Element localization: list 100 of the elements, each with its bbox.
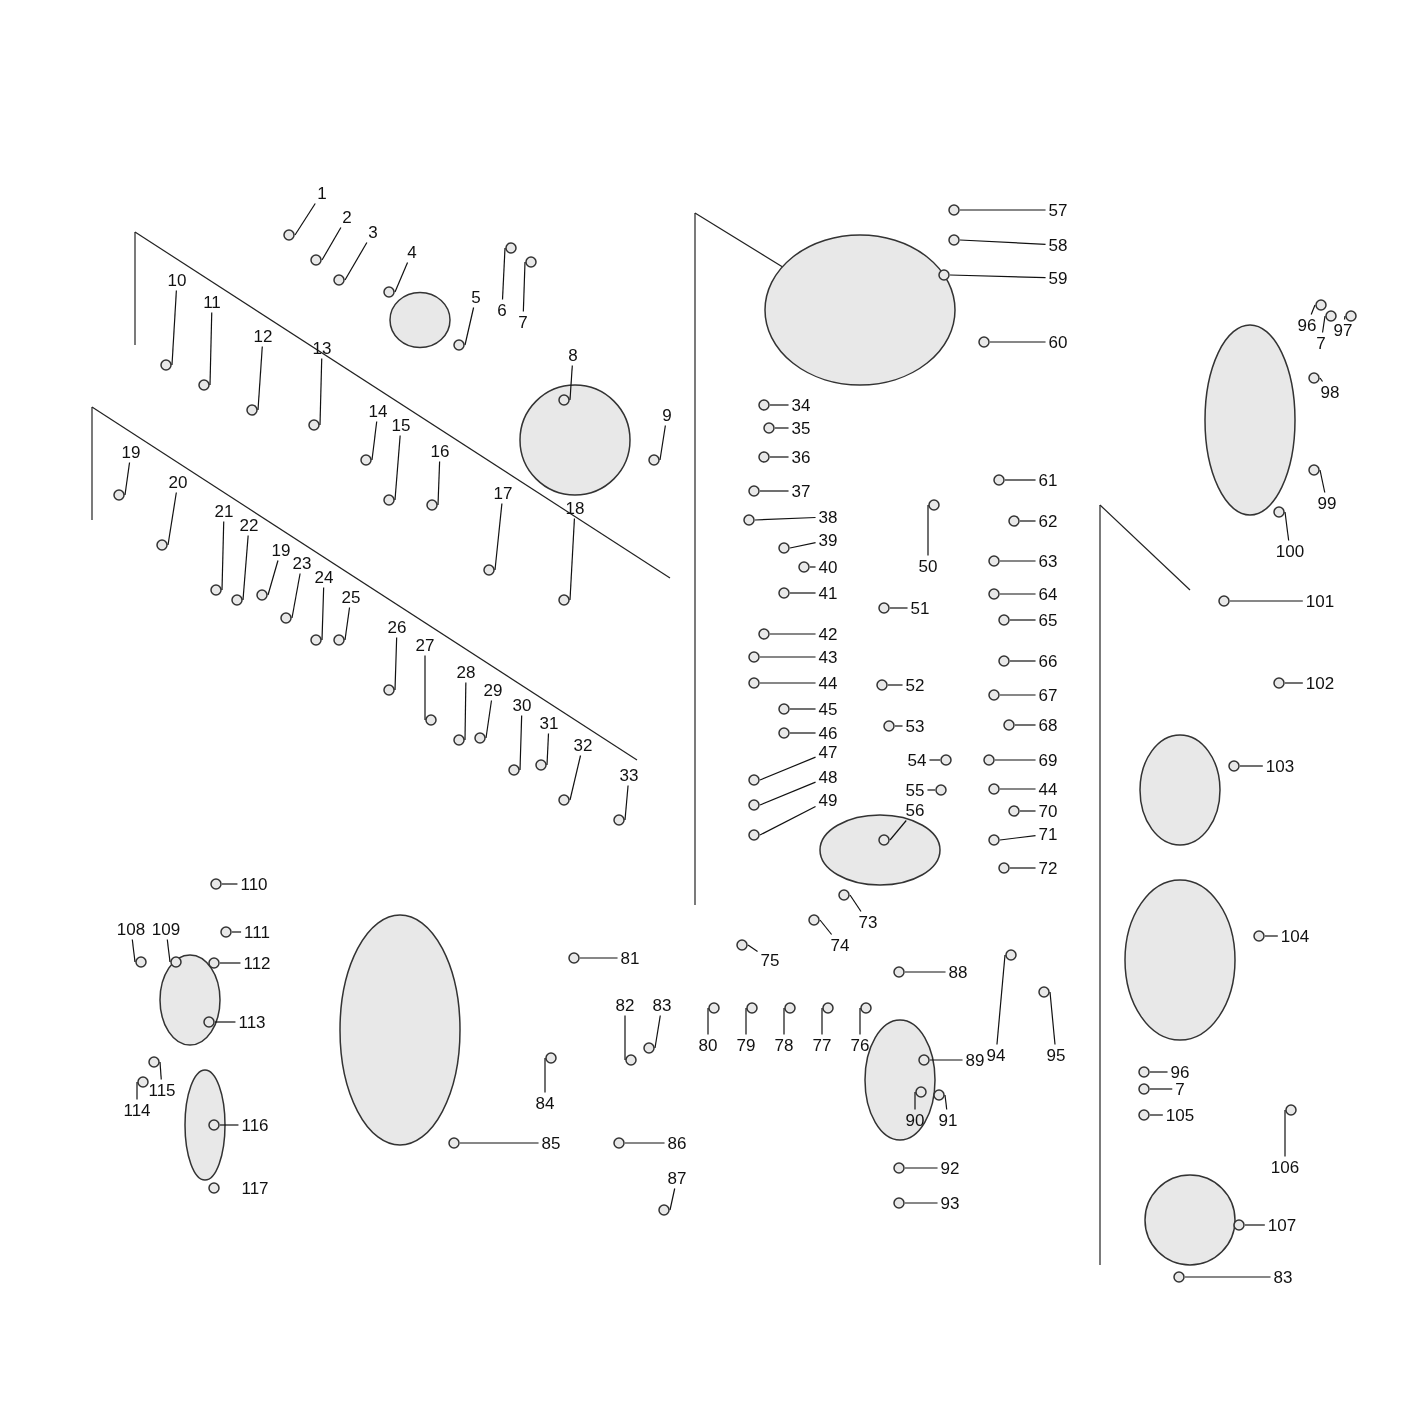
callout-number: 22	[238, 515, 260, 535]
callout-number: 52	[904, 675, 926, 695]
leader-line	[1019, 810, 1037, 812]
callout-number: 24	[313, 567, 335, 587]
leader-line	[944, 1094, 948, 1111]
leader-line	[344, 241, 368, 281]
leader-line	[136, 1081, 138, 1101]
callout-number: 91	[937, 1110, 959, 1130]
leader-line	[1310, 304, 1316, 316]
callout-number: 60	[1047, 332, 1069, 352]
leader-line	[459, 1142, 540, 1144]
leader-line	[1319, 377, 1324, 383]
callout-number: 112	[242, 953, 272, 973]
leader-line	[904, 1167, 939, 1169]
leader-line	[959, 239, 1047, 245]
callout-number: 114	[122, 1100, 152, 1120]
leader-line	[1229, 600, 1304, 602]
callout-number: 34	[790, 395, 812, 415]
callout-number: 101	[1304, 591, 1336, 611]
leader-line	[464, 681, 467, 741]
callout-number: 25	[340, 587, 362, 607]
leader-line	[1239, 765, 1264, 767]
callout-number: 96	[1169, 1062, 1191, 1082]
leader-line	[1049, 991, 1056, 1046]
leader-line	[809, 566, 817, 568]
callout-number: 57	[1047, 200, 1069, 220]
callout-number: 75	[759, 950, 781, 970]
callout-number: 78	[773, 1035, 795, 1055]
leader-line	[769, 633, 817, 635]
leader-line	[927, 504, 929, 557]
leader-line	[759, 756, 817, 781]
callout-number: 35	[790, 418, 812, 438]
leader-line	[294, 202, 316, 236]
leader-line	[996, 954, 1006, 1046]
callout-number: 59	[1047, 268, 1069, 288]
callout-number: 116	[240, 1115, 270, 1135]
callout-number: 98	[1319, 382, 1341, 402]
leader-line	[1149, 1071, 1169, 1073]
callout-number: 43	[817, 647, 839, 667]
callout-number: 83	[651, 995, 673, 1015]
leader-line	[159, 1061, 162, 1081]
leader-line	[344, 606, 351, 641]
callout-number: 16	[429, 441, 451, 461]
leader-line	[546, 732, 550, 766]
callout-number: 53	[904, 716, 926, 736]
callout-number: 7	[1315, 333, 1327, 353]
leader-line	[394, 636, 398, 691]
callout-number: 110	[239, 874, 269, 894]
callout-number: 62	[1037, 511, 1059, 531]
leader-line	[759, 656, 817, 658]
leader-line	[769, 404, 790, 406]
callout-number: 72	[1037, 858, 1059, 878]
leader-line	[519, 714, 523, 771]
leader-line	[821, 1007, 823, 1036]
callout-number: 84	[534, 1093, 556, 1113]
leader-line	[894, 725, 904, 727]
callout-number: 65	[1037, 610, 1059, 630]
callout-number: 66	[1037, 651, 1059, 671]
callout-number: 50	[917, 556, 939, 576]
leader-line	[1004, 479, 1037, 481]
leader-line	[221, 520, 225, 591]
callout-number: 86	[666, 1133, 688, 1153]
callout-number: 64	[1037, 584, 1059, 604]
callout-number: 85	[540, 1133, 562, 1153]
leader-line	[569, 364, 573, 401]
leader-line	[999, 694, 1037, 696]
leader-line	[707, 1007, 709, 1036]
leader-line	[859, 1007, 861, 1036]
leader-line	[789, 732, 817, 734]
leader-line	[789, 708, 817, 710]
leader-line	[124, 461, 131, 496]
callout-number: 95	[1045, 1045, 1067, 1065]
callout-number: 104	[1279, 926, 1311, 946]
callout-number: 73	[857, 912, 879, 932]
leader-line	[167, 491, 177, 546]
leader-line	[219, 1124, 240, 1126]
callout-number: 54	[906, 750, 928, 770]
callout-number: 93	[939, 1193, 961, 1213]
callout-number: 71	[1037, 824, 1059, 844]
callout-number: 107	[1266, 1215, 1298, 1235]
callout-number: 83	[1272, 1267, 1294, 1287]
leader-line	[999, 560, 1037, 562]
leader-line	[747, 944, 759, 953]
leader-line	[485, 699, 493, 739]
callout-number: 79	[735, 1035, 757, 1055]
callout-number: 111	[243, 922, 271, 942]
callout-number: 106	[1269, 1157, 1301, 1177]
leader-line	[769, 456, 790, 458]
leader-line	[1149, 1088, 1173, 1090]
callout-number: 23	[291, 553, 313, 573]
callout-number: 76	[849, 1035, 871, 1055]
leader-line	[1009, 867, 1037, 869]
callout-number: 3	[367, 222, 379, 242]
leader-line	[209, 311, 213, 386]
callout-number: 41	[817, 583, 839, 603]
callout-number: 36	[790, 447, 812, 467]
callout-number: 40	[817, 557, 839, 577]
callout-number: 44	[817, 673, 839, 693]
leader-line	[999, 593, 1037, 595]
callout-number: 46	[817, 723, 839, 743]
